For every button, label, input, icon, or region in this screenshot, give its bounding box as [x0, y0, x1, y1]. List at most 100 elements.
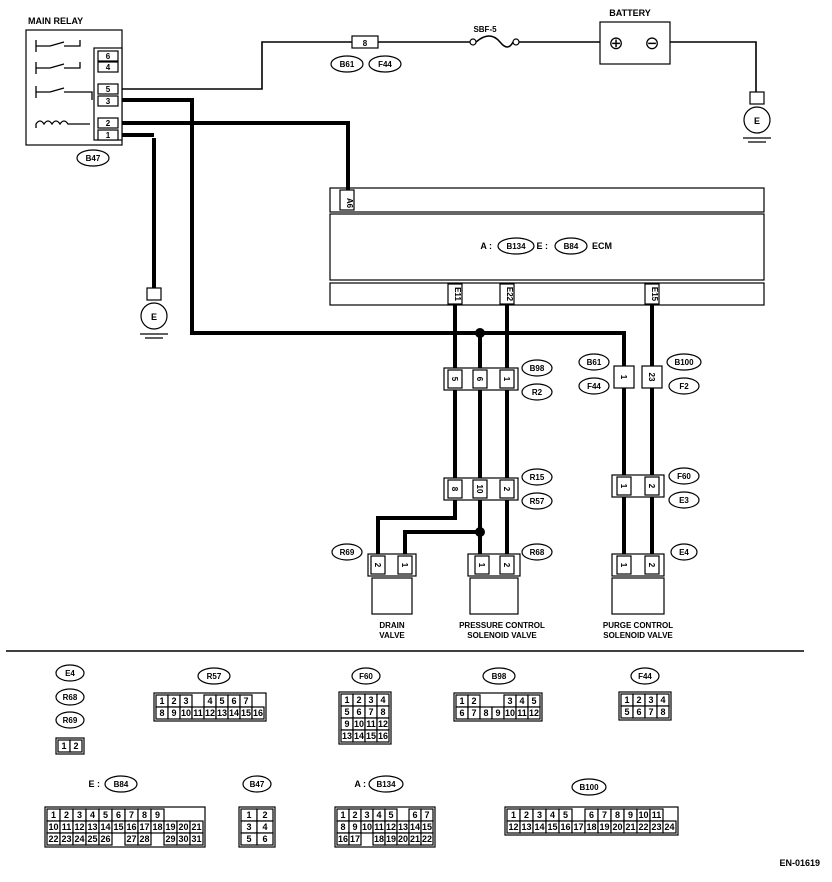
f60-pin: 1 — [619, 484, 628, 489]
f60-view-pin: 11 — [366, 719, 376, 729]
e4-view-pin: 1 — [61, 741, 66, 751]
b100-view-pin: 1 — [511, 810, 516, 820]
b84-view-pin: 28 — [139, 834, 149, 844]
b134-view-pin: 2 — [352, 810, 357, 820]
r68-label: R68 — [530, 548, 545, 557]
b84-view-pin: 17 — [139, 822, 149, 832]
b134-view-label: B134 — [376, 780, 396, 789]
b100-f2-bottom-label: F2 — [679, 382, 689, 391]
b98-pin: 6 — [475, 377, 484, 382]
f60-pin: 2 — [647, 484, 656, 489]
b100-view-pin: 23 — [651, 822, 661, 832]
r57-view-pin: 11 — [193, 708, 203, 718]
main-relay-title: MAIN RELAY — [28, 16, 83, 26]
b134-view-pin: 22 — [422, 834, 432, 844]
b134-view-pin: 15 — [422, 822, 432, 832]
r15-r57-top-label: R15 — [530, 473, 545, 482]
b100-view-pin: 11 — [652, 810, 662, 820]
relay-pin: 5 — [106, 85, 111, 94]
ecm-pin-e15: E15 — [650, 287, 659, 302]
relay-pin: 1 — [106, 131, 111, 140]
r57-view-pin: 2 — [171, 696, 176, 706]
f44-view-pin: 4 — [660, 695, 665, 705]
ecm-pin-e22: E22 — [505, 287, 514, 302]
b100-view-pin: 2 — [524, 810, 529, 820]
b84-view-pin: 24 — [74, 834, 84, 844]
ecm-label: ECM — [592, 241, 612, 251]
b98-view-pin: 8 — [483, 708, 488, 718]
r68-view-label: R68 — [63, 693, 78, 702]
r57-view-pin: 16 — [253, 708, 263, 718]
r57-view-pin: 5 — [219, 696, 224, 706]
drain-valve-body — [371, 577, 413, 615]
b100-view-pin: 4 — [550, 810, 555, 820]
e4-view-label: E4 — [65, 669, 75, 678]
b84-view-pin: 26 — [100, 834, 110, 844]
f60-view-pin: 12 — [378, 719, 388, 729]
relay-pin: 4 — [106, 63, 111, 72]
b134-view-pin: 10 — [362, 822, 372, 832]
b134-view-pin: 16 — [338, 834, 348, 844]
f60-view-label: F60 — [359, 672, 373, 681]
b84-view-pin: 19 — [165, 822, 175, 832]
b84-view-pin: 7 — [129, 810, 134, 820]
r57-view-pin: 14 — [229, 708, 239, 718]
b98-pin: 5 — [450, 377, 459, 382]
b98-view-label: B98 — [492, 672, 507, 681]
b134-view-pin: 9 — [352, 822, 357, 832]
b98-view-pin: 3 — [507, 696, 512, 706]
battery-body — [599, 21, 671, 65]
b98-view-pin: 4 — [519, 696, 524, 706]
b47-view-pin: 1 — [246, 810, 251, 820]
b100-view-pin: 21 — [625, 822, 635, 832]
r69-pin: 2 — [373, 563, 382, 568]
r57-view-pin: 13 — [217, 708, 227, 718]
ecm-prefix-a: A : — [480, 241, 492, 251]
b100-view-pin: 19 — [599, 822, 609, 832]
f60-view-pin: 1 — [344, 695, 349, 705]
b84-view-pin: 5 — [103, 810, 108, 820]
ecm-top-strip — [329, 187, 765, 213]
f60-view-pin: 2 — [356, 695, 361, 705]
relay-pin: 6 — [106, 52, 111, 61]
f44-view-pin: 7 — [648, 707, 653, 717]
b100-view-pin: 22 — [638, 822, 648, 832]
power-supply: 8 SBF-5 B61 F44 BATTERY ⊕ ⊖ E — [122, 8, 771, 143]
r15-pin: 2 — [502, 487, 511, 492]
b84-view-pin: 10 — [48, 822, 58, 832]
b84-view-pin: 22 — [48, 834, 58, 844]
r57-view-pin: 9 — [171, 708, 176, 718]
fuse-conn-f44: F44 — [378, 60, 392, 69]
b98-pin: 1 — [502, 377, 511, 382]
f60-view-pin: 8 — [380, 707, 385, 717]
e4-pin: 1 — [619, 563, 628, 568]
e4-label: E4 — [679, 548, 689, 557]
b47-label: B47 — [86, 154, 101, 163]
b84-view-pin: 12 — [74, 822, 84, 832]
ecm-body — [329, 213, 765, 281]
battery-plus: ⊕ — [608, 33, 623, 53]
ecm-bottom-strip — [329, 282, 765, 306]
b98-view-pin: 2 — [471, 696, 476, 706]
b100-view-pin: 14 — [534, 822, 544, 832]
f44-view-pin: 1 — [624, 695, 629, 705]
battery-title: BATTERY — [609, 8, 651, 18]
b100-view-pin: 5 — [563, 810, 568, 820]
b84-view-pin: 9 — [155, 810, 160, 820]
connector-b61-f44 — [613, 365, 635, 389]
b134-view-pin: 3 — [364, 810, 369, 820]
b134-view-pin: 20 — [398, 834, 408, 844]
b134-view-pin: 18 — [374, 834, 384, 844]
b134-prefix: A : — [354, 779, 366, 789]
b134-view-pin: 14 — [410, 822, 420, 832]
f60-view-pin: 5 — [344, 707, 349, 717]
b84-view-pin: 31 — [191, 834, 201, 844]
pressure-valve-body — [469, 577, 519, 615]
b100-view-pin: 7 — [602, 810, 607, 820]
battery-minus: ⊖ — [644, 33, 659, 53]
b134-view-pin: 8 — [340, 822, 345, 832]
b47-view-pin: 6 — [262, 834, 267, 844]
r57-view-label: R57 — [207, 672, 222, 681]
